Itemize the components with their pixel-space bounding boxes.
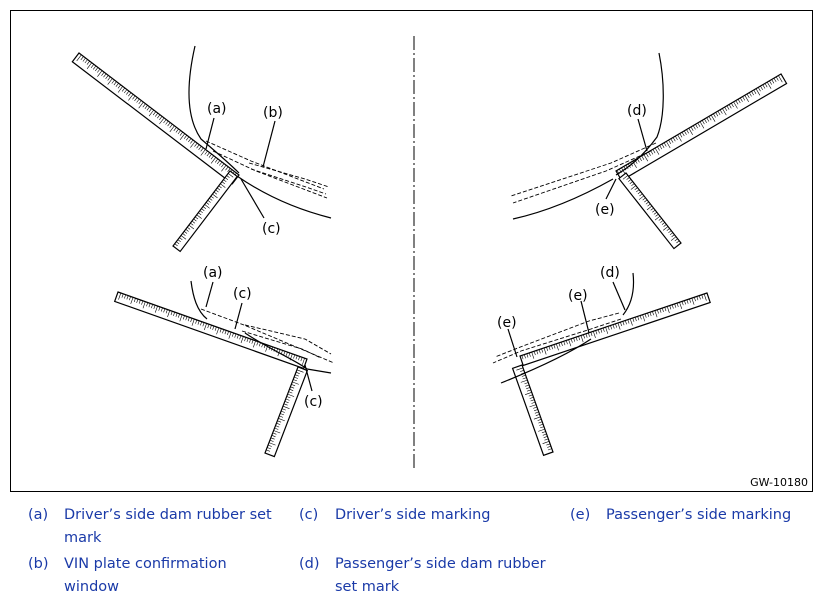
figure-id: GW-10180 xyxy=(750,476,808,489)
callout-c-top: (c) xyxy=(262,221,281,237)
callout-e-top: (e) xyxy=(595,202,615,218)
ruler-top-left-short xyxy=(172,170,239,253)
ruler-bottom-left-short xyxy=(264,366,309,458)
callout-d-top: (d) xyxy=(627,103,647,119)
callout-e-left: (e) xyxy=(497,315,517,331)
figure-frame: .ln { fill:none; stroke:#000; stroke-wid… xyxy=(10,10,813,492)
ruler-bottom-left-long xyxy=(113,291,308,370)
ruler-bottom-right-long xyxy=(519,292,711,367)
callout-a-top: (a) xyxy=(207,101,227,117)
callout-c-bottom: (c) xyxy=(304,394,323,410)
callout-c-mid: (c) xyxy=(233,286,252,302)
installation-diagram: .ln { fill:none; stroke:#000; stroke-wid… xyxy=(71,36,788,471)
diagram-bottom-right xyxy=(492,272,635,384)
ruler-top-right-short xyxy=(618,172,682,250)
ruler-bottom-right-short xyxy=(511,364,554,457)
callout-a-bottom: (a) xyxy=(203,265,223,281)
callout-e-mid: (e) xyxy=(568,288,588,304)
diagram-top-left xyxy=(188,45,332,219)
diagram-bottom-left xyxy=(190,280,335,392)
ruler-top-right-long xyxy=(615,73,788,182)
callout-b: (b) xyxy=(263,105,283,121)
diagram-top-right xyxy=(510,52,664,220)
callout-d-bottom: (d) xyxy=(600,265,620,281)
